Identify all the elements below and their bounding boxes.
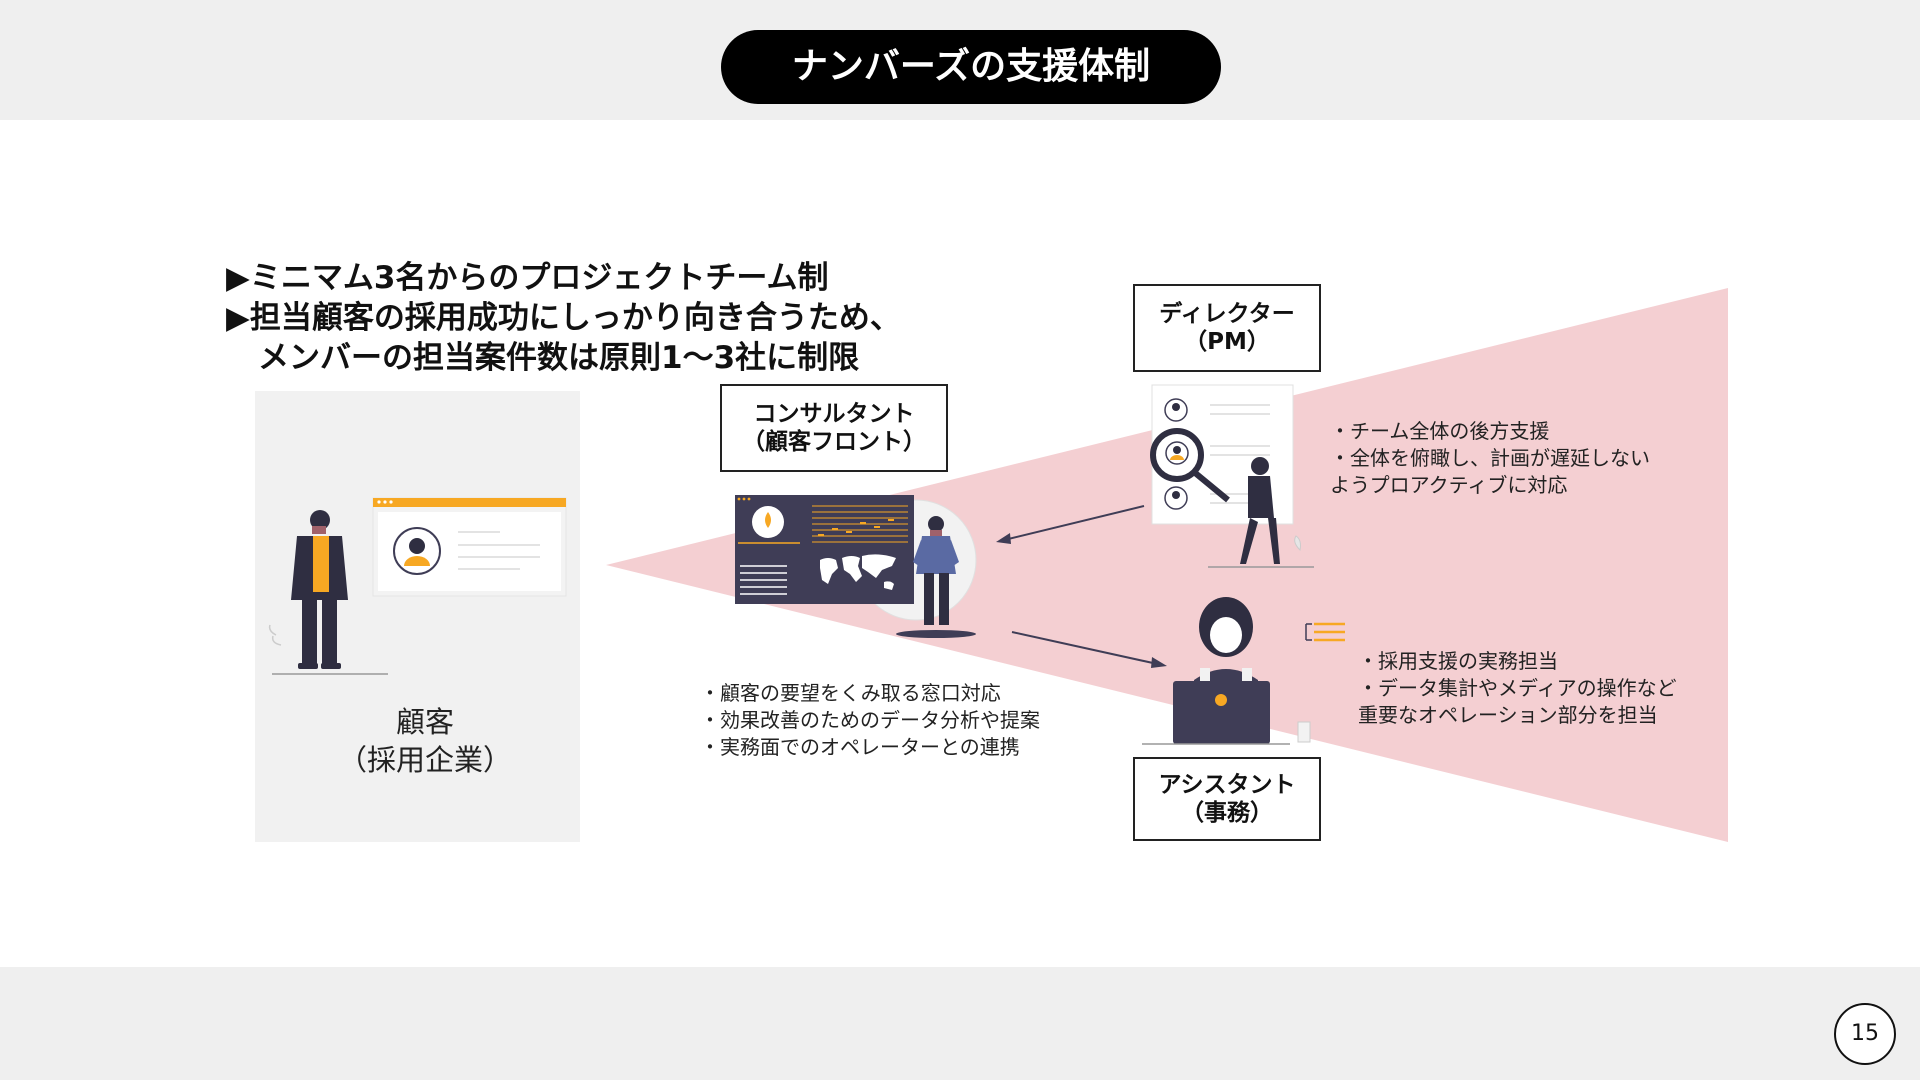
assistant-desc-line: ・データ集計やメディアの操作など [1358, 676, 1677, 700]
profile-card-icon [372, 497, 567, 597]
consultant-box: コンサルタント （顧客フロント） [720, 384, 948, 472]
consultant-title-line-2: （顧客フロント） [742, 429, 926, 455]
consultant-desc-line: ・実務面でのオペレーターとの連携 [700, 735, 1020, 759]
support-wedge [606, 288, 1728, 842]
assistant-description: ・採用支援の実務担当 ・データ集計やメディアの操作など 重要なオペレーション部分… [1358, 648, 1677, 729]
lead-line-2: ▶担当顧客の採用成功にしっかり向き合うため、 [226, 300, 901, 336]
consultant-title-line-1: コンサルタント [753, 401, 915, 427]
director-title-line-1: ディレクター [1159, 301, 1295, 327]
consultant-desc-line: ・顧客の要望をくみ取る窓口対応 [700, 681, 1001, 705]
director-description: ・チーム全体の後方支援 ・全体を俯瞰し、計画が遅延しない ようプロアクティブに対… [1330, 418, 1650, 499]
director-desc-line: ・全体を俯瞰し、計画が遅延しない [1330, 446, 1650, 470]
lead-text: ▶ミニマム3名からのプロジェクトチーム制 ▶担当顧客の採用成功にしっかり向き合う… [226, 258, 986, 378]
director-box: ディレクター （PM） [1133, 284, 1321, 372]
director-desc-line: ・チーム全体の後方支援 [1330, 419, 1550, 443]
arrow-left-icon [996, 505, 1145, 544]
page-number: 15 [1834, 1003, 1896, 1065]
assistant-title-line-2: （事務） [1181, 800, 1273, 826]
client-label-line-1: 顧客 [395, 705, 454, 739]
footer-band [0, 967, 1920, 1080]
consultant-description: ・顧客の要望をくみ取る窓口対応 ・効果改善のためのデータ分析や提案 ・実務面での… [700, 680, 1040, 761]
laptop-icon [1173, 681, 1270, 744]
page-title: ナンバーズの支援体制 [721, 30, 1221, 104]
assistant-desc-line: ・採用支援の実務担当 [1358, 649, 1558, 673]
client-label: 顧客 （採用企業） [255, 703, 595, 779]
assistant-title-line-1: アシスタント [1158, 772, 1296, 798]
dashboard-bars [812, 505, 908, 543]
dashboard-list [740, 565, 787, 595]
arrow-right-icon [1011, 631, 1167, 668]
client-label-line-2: （採用企業） [337, 743, 512, 777]
dashboard-illustration [735, 495, 977, 638]
client-person-illustration [268, 510, 388, 675]
director-title-line-2: （PM） [1184, 329, 1270, 355]
lead-line-1: ▶ミニマム3名からのプロジェクトチーム制 [226, 260, 829, 296]
lead-line-3: メンバーの担当案件数は原則1～3社に制限 [226, 338, 986, 378]
assistant-desc-line: 重要なオペレーション部分を担当 [1358, 703, 1658, 727]
world-map-icon [820, 554, 896, 590]
lead-line-3-text: メンバーの担当案件数は原則1～3社に制限 [258, 340, 860, 376]
assistant-illustration [1142, 597, 1345, 745]
director-illustration [1150, 384, 1314, 568]
director-desc-line: ようプロアクティブに対応 [1330, 473, 1568, 497]
consultant-desc-line: ・効果改善のためのデータ分析や提案 [700, 708, 1040, 732]
magnifier-icon [1150, 428, 1230, 503]
assistant-box: アシスタント （事務） [1133, 757, 1321, 841]
